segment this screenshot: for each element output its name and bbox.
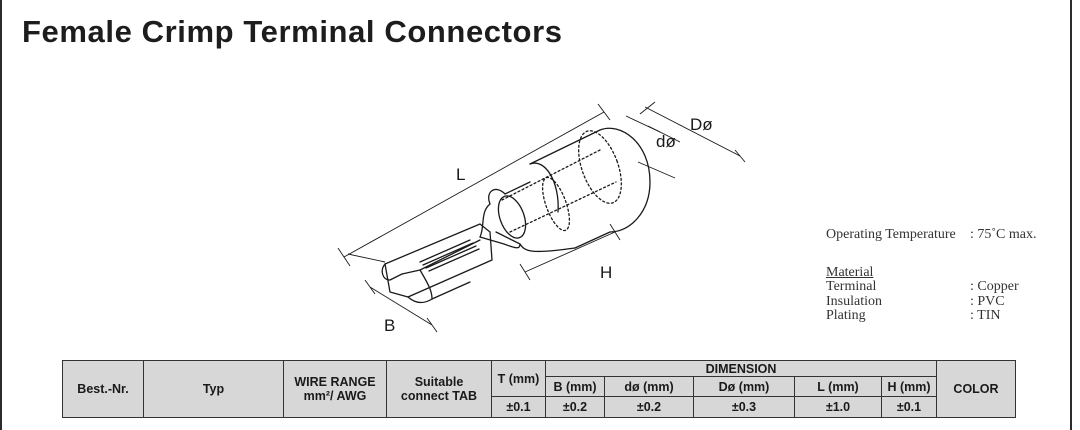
barrel-outline — [529, 127, 651, 249]
suitable-line1: Suitable — [414, 375, 464, 389]
tolerance-h: ±0.1 — [881, 396, 937, 418]
tolerance-d-large: ±0.3 — [693, 396, 795, 418]
barrel-opening — [578, 130, 622, 204]
material-name: Insulation — [826, 293, 882, 309]
material-value: : TIN — [970, 308, 1001, 323]
tolerance-b: ±0.2 — [545, 396, 605, 418]
label-h: H — [600, 263, 612, 282]
header-dim-b: B (mm) — [545, 376, 605, 397]
suitable-line2: connect TAB — [400, 389, 478, 403]
material-name: Plating — [826, 308, 866, 323]
header-dim-h: H (mm) — [881, 376, 937, 397]
operating-temperature-value: : 75˚C max. — [970, 227, 1037, 242]
header-t: T (mm) — [491, 360, 546, 397]
header-best-nr: Best.-Nr. — [62, 360, 144, 418]
header-dimension: DIMENSION — [545, 360, 937, 377]
wire-range-line2: mm²/ AWG — [303, 389, 367, 403]
operating-temperature-row: Operating Temperature : 75˚C max. — [826, 227, 1037, 243]
material-value: : PVC — [970, 293, 1005, 309]
spec-table: Best.-Nr. Typ WIRE RANGE mm²/ AWG Suitab… — [62, 360, 1016, 418]
material-row-insulation: Insulation : PVC — [826, 293, 1005, 310]
material-row-terminal: Terminal : Copper — [826, 279, 1019, 295]
connector-drawing: L H B dø Dø — [337, 101, 746, 335]
tolerance-d-small: ±0.2 — [604, 396, 694, 418]
material-name: Terminal — [826, 279, 877, 294]
label-b: B — [384, 316, 395, 335]
header-wire-range: WIRE RANGE mm²/ AWG — [283, 360, 387, 418]
wire-range-line1: WIRE RANGE — [294, 375, 376, 389]
material-heading: Material — [826, 264, 874, 280]
material-row-plating: Plating : TIN — [826, 308, 1000, 324]
header-dim-d-large: Dø (mm) — [693, 376, 795, 397]
material-value: : Copper — [970, 279, 1019, 294]
operating-temperature-label: Operating Temperature — [826, 227, 956, 242]
label-l: L — [456, 165, 465, 184]
page-title: Female Crimp Terminal Connectors — [22, 14, 563, 49]
tab-body — [384, 223, 493, 298]
header-dim-d-small: dø (mm) — [604, 376, 694, 397]
label-d-large: Dø — [690, 115, 713, 134]
tolerance-l: ±1.0 — [794, 396, 882, 418]
specs-panel: Operating Temperature : 75˚C max. Materi… — [826, 227, 1037, 324]
header-color: COLOR — [936, 360, 1016, 418]
label-d-small: dø — [656, 132, 676, 151]
tolerance-t: ±0.1 — [491, 396, 546, 418]
header-typ: Typ — [143, 360, 284, 418]
header-dim-l: L (mm) — [794, 376, 882, 397]
header-suitable: Suitable connect TAB — [386, 360, 492, 418]
